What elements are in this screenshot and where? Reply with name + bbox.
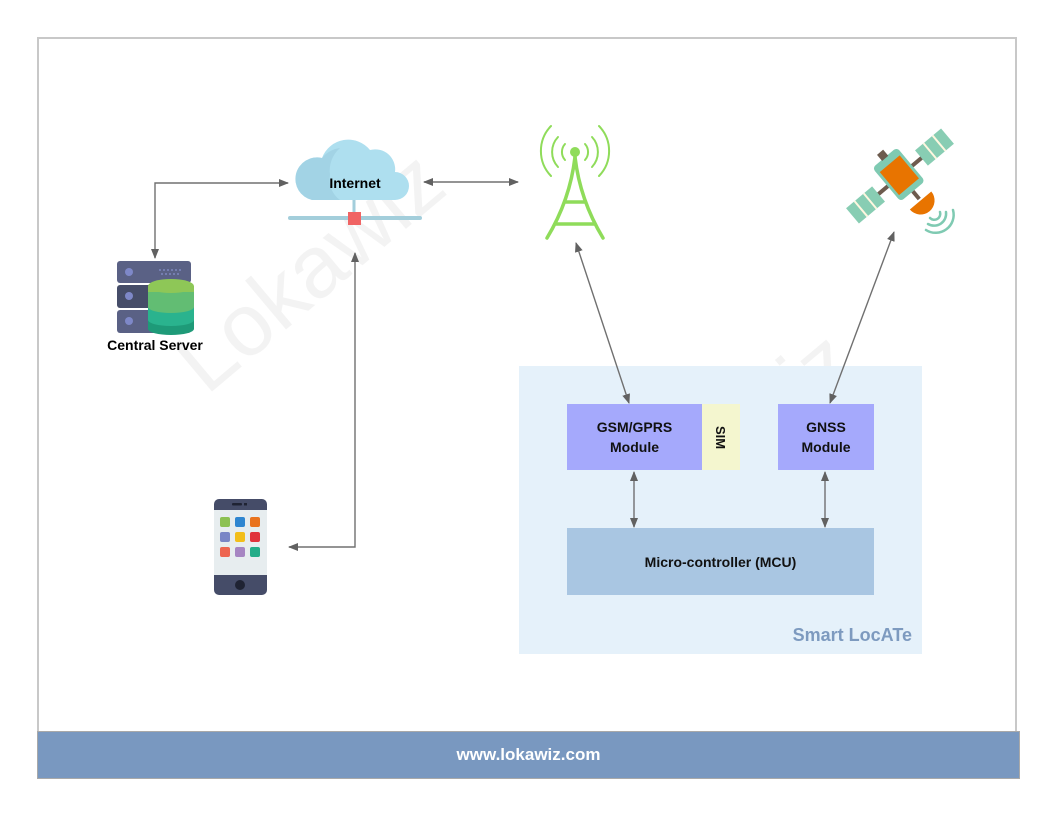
gnss-module-label-line1: GNSS <box>806 419 846 435</box>
gnss-module: GNSS Module <box>778 404 874 470</box>
server-database-icon <box>117 261 194 335</box>
central-server-label: Central Server <box>107 337 203 353</box>
sim-card: SIM <box>702 404 740 470</box>
arrow-phone-internet <box>288 252 359 551</box>
microcontroller-block: Micro-controller (MCU) <box>567 528 874 595</box>
gsm-gprs-module: GSM/GPRS Module <box>567 404 702 470</box>
satellite-signal-icon <box>924 208 955 235</box>
footer-bar: www.lokawiz.com <box>37 731 1020 779</box>
cell-tower-icon <box>539 125 611 240</box>
footer-url[interactable]: www.lokawiz.com <box>456 745 601 764</box>
internet-label: Internet <box>329 175 381 191</box>
device-title: Smart LocATe <box>792 625 912 645</box>
arrow-server-internet <box>151 179 289 259</box>
smartphone-icon <box>214 499 267 595</box>
gsm-module-label-line1: GSM/GPRS <box>596 419 673 435</box>
satellite-icon <box>846 128 954 224</box>
mcu-label: Micro-controller (MCU) <box>644 553 797 570</box>
arrow-tower-gsm <box>575 242 630 404</box>
gnss-module-label-line2: Module <box>801 439 851 455</box>
arrow-satellite-gnss <box>829 231 895 404</box>
cloud-network-icon <box>288 139 422 225</box>
gsm-module-label-line2: Module <box>610 439 659 455</box>
